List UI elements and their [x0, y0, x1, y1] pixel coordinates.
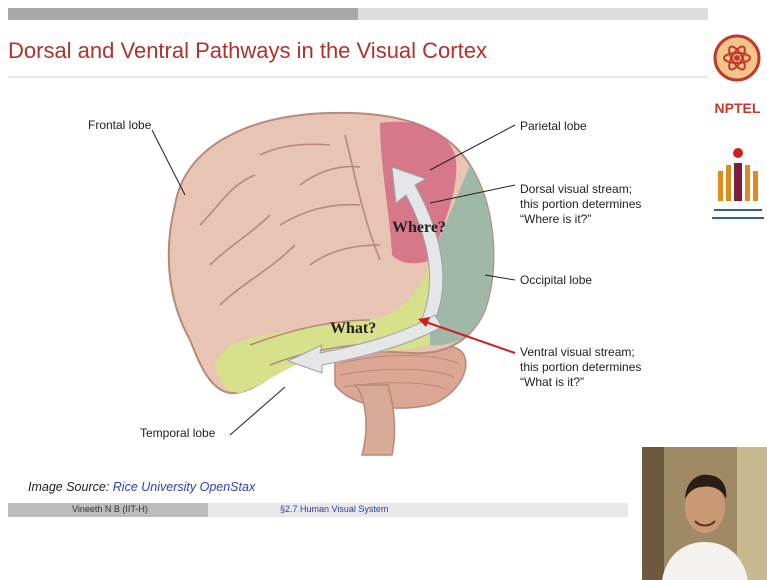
footer-right-bar: [208, 503, 628, 517]
where-label: Where?: [392, 219, 446, 236]
image-source: Image Source: Rice University OpenStax: [28, 480, 255, 494]
what-label: What?: [330, 320, 376, 337]
frontal-lobe-label: Frontal lobe: [88, 118, 151, 133]
nptel-logo: [712, 22, 762, 94]
progress-bar: [8, 8, 708, 20]
footer-section: §2.7 Human Visual System: [280, 504, 388, 514]
parietal-lobe-label: Parietal lobe: [520, 119, 587, 134]
brainstem: [355, 385, 395, 455]
dorsal-stream-label-2: this portion determines: [520, 197, 641, 212]
image-source-prefix: Image Source:: [28, 480, 109, 494]
ventral-stream-label-2: this portion determines: [520, 360, 641, 375]
ventral-stream-label-1: Ventral visual stream;: [520, 345, 635, 360]
image-source-link[interactable]: Rice University OpenStax: [113, 480, 255, 494]
temporal-lobe-label: Temporal lobe: [140, 426, 215, 441]
ventral-stream-label-3: “What is it?”: [520, 375, 584, 390]
nptel-logo-text: NPTEL: [708, 100, 767, 116]
slide-title: Dorsal and Ventral Pathways in the Visua…: [8, 38, 487, 64]
slide-footer: Vineeth N B (IIT-H) §2.7 Human Visual Sy…: [8, 503, 628, 517]
title-divider: [8, 76, 708, 78]
dorsal-stream-label-1: Dorsal visual stream;: [520, 182, 632, 197]
speaker-video: [642, 447, 767, 580]
progress-fill: [8, 8, 358, 20]
brain-diagram: Where? What?: [130, 95, 520, 465]
footer-author: Vineeth N B (IIT-H): [72, 504, 148, 514]
iith-logo: [712, 145, 764, 235]
occipital-lobe-label: Occipital lobe: [520, 273, 592, 288]
dorsal-stream-label-3: “Where is it?”: [520, 212, 591, 227]
